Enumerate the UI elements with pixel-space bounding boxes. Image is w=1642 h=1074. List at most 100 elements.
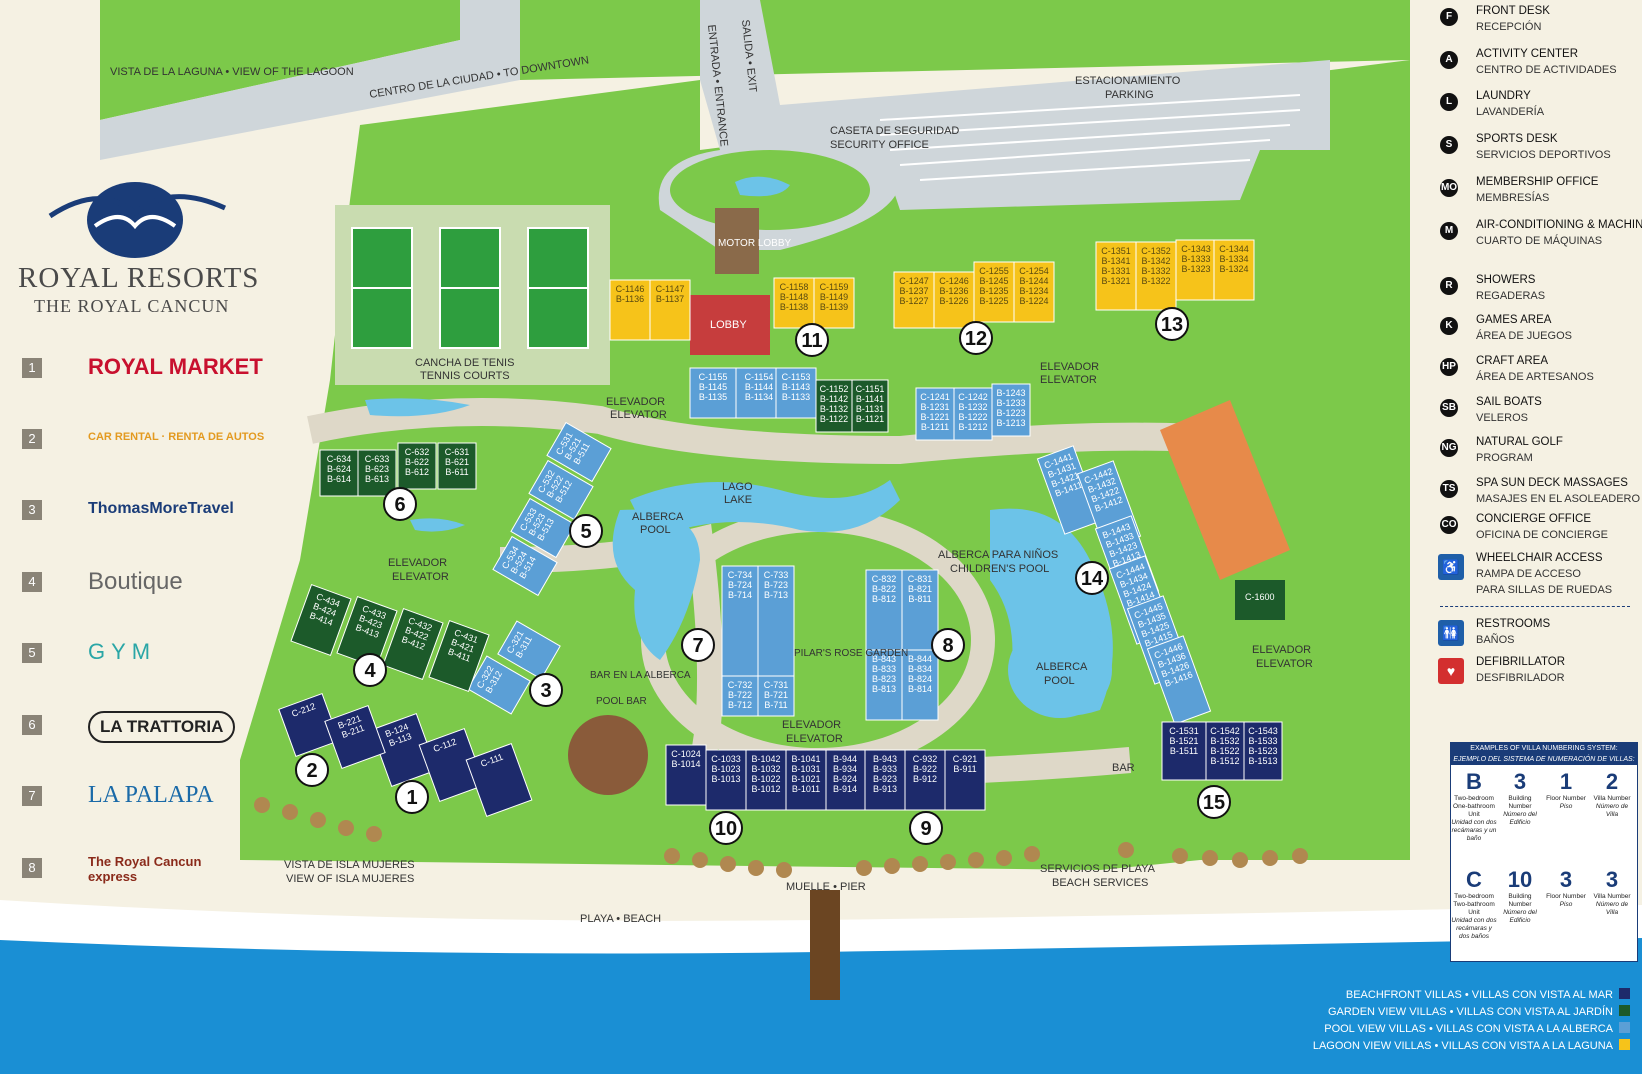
- numbering-desc: Floor Number: [1546, 795, 1586, 802]
- co-icon: CO: [1440, 516, 1458, 534]
- villa-unit: B-1233: [996, 398, 1025, 408]
- villa-unit: B-1122: [820, 414, 848, 424]
- business-5: 5 GYM: [18, 623, 268, 683]
- label-elevator-es-5: ELEVADOR: [1252, 644, 1311, 656]
- building-number: 12: [965, 328, 987, 350]
- legend-en: SHOWERS: [1476, 274, 1536, 286]
- villa-unit: B-1522: [1210, 746, 1239, 756]
- label-garden: PILAR'S ROSE GARDEN: [794, 648, 908, 659]
- umbrella-icon: [884, 858, 900, 874]
- building-number-badge: [959, 321, 993, 355]
- building-5[interactable]: C-534B-524B-514C-533B-523B-513C-532B-522…: [492, 421, 612, 597]
- building-14[interactable]: C-1441B-1431B-1421B-1411C-1442B-1432B-14…: [1036, 445, 1212, 725]
- villa-unit: B-612: [405, 467, 429, 477]
- villa-block: [757, 675, 795, 717]
- villa-block: [1213, 239, 1255, 301]
- villa-block: [901, 649, 939, 721]
- numbering-code: 3: [1559, 867, 1573, 892]
- numbering-header: EXAMPLES OF VILLA NUMBERING SYSTEM: EJEM…: [1451, 743, 1637, 765]
- villa-block: [467, 655, 531, 715]
- villa-unit: B-913: [873, 784, 897, 794]
- legend-en: DEFIBRILLATOR: [1476, 656, 1566, 668]
- business-number: 7: [22, 786, 42, 806]
- villa-block: [901, 569, 939, 651]
- business-2: 2 CAR RENTAL · RENTA DE AUTOS: [18, 409, 268, 469]
- villa-block: [745, 749, 787, 811]
- villa-type-swatch: [1619, 1022, 1630, 1033]
- villa-unit: B-724: [728, 580, 752, 590]
- villa-unit: C-1543: [1248, 726, 1278, 736]
- big-pool: [1008, 622, 1112, 718]
- numbering-desc-es: Número del Edificio: [1503, 909, 1537, 924]
- legend-es: BAÑOS: [1476, 634, 1515, 646]
- villa-unit: B-1322: [1141, 276, 1170, 286]
- villa-unit: B-1221: [920, 412, 949, 422]
- label-pool-es-2: ALBERCA: [1036, 661, 1088, 673]
- m-icon: M: [1440, 222, 1458, 240]
- legend-en: FRONT DESK: [1476, 5, 1550, 17]
- label-beach-services-en: BEACH SERVICES: [1052, 877, 1148, 889]
- villa-unit: B-1211: [921, 422, 949, 432]
- label-pool-bar-es: BAR EN LA ALBERCA: [590, 670, 691, 681]
- label-lake-en: LAKE: [724, 494, 752, 506]
- building-number: 10: [715, 818, 737, 840]
- villa-unit: C-1158: [780, 282, 809, 292]
- label-pool-en-1: POOL: [640, 524, 671, 536]
- umbrella-icon: [1292, 848, 1308, 864]
- villa-unit: B-1031: [791, 764, 820, 774]
- legend-es: VELEROS: [1476, 412, 1528, 424]
- villa-unit: B-1141: [856, 394, 884, 404]
- legend-en: LAUNDRY: [1476, 90, 1531, 102]
- villa-unit: B-1231: [920, 402, 949, 412]
- label-lagoon-view: VISTA DE LA LAGUNA • VIEW OF THE LAGOON: [110, 66, 354, 78]
- villa-unit: C-1247: [899, 276, 929, 286]
- building-number-badge: [383, 487, 417, 521]
- sea: [0, 938, 1642, 1074]
- villa-unit: C-1351: [1101, 246, 1131, 256]
- villa-block: [689, 367, 737, 419]
- numbering-code: 10: [1507, 867, 1533, 892]
- villa-block: [1161, 721, 1207, 781]
- villa-block: [865, 649, 903, 721]
- villa-unit: B-721: [764, 690, 788, 700]
- villa-block: [944, 749, 986, 811]
- lake: [630, 480, 900, 540]
- mo-icon: MO: [1440, 179, 1458, 197]
- numbering-head-en: EXAMPLES OF VILLA NUMBERING SYSTEM:: [1470, 745, 1618, 752]
- label-motor-lobby: MOTOR LOBBY: [718, 238, 791, 249]
- villa-unit: B-1145: [699, 382, 727, 392]
- villa-unit: B-823: [872, 674, 896, 684]
- numbering-head-es: EJEMPLO DEL SISTEMA DE NUMERACIÓN DE VIL…: [1453, 756, 1635, 763]
- wheelchair-icon: ♿: [1438, 554, 1464, 580]
- building-number-badge: [353, 653, 387, 687]
- label-tennis-en: TENNIS COURTS: [420, 370, 510, 382]
- label-beach: PLAYA • BEACH: [580, 913, 661, 925]
- villa-block: [497, 620, 561, 680]
- villa-unit: B-1511: [1170, 746, 1198, 756]
- building-number-badge: [295, 753, 329, 787]
- business-name: ROYAL MARKET: [88, 354, 263, 379]
- villa-type-swatch: [1619, 1039, 1630, 1050]
- building-number-badge: [909, 811, 943, 845]
- villa-unit: B-1212: [958, 422, 987, 432]
